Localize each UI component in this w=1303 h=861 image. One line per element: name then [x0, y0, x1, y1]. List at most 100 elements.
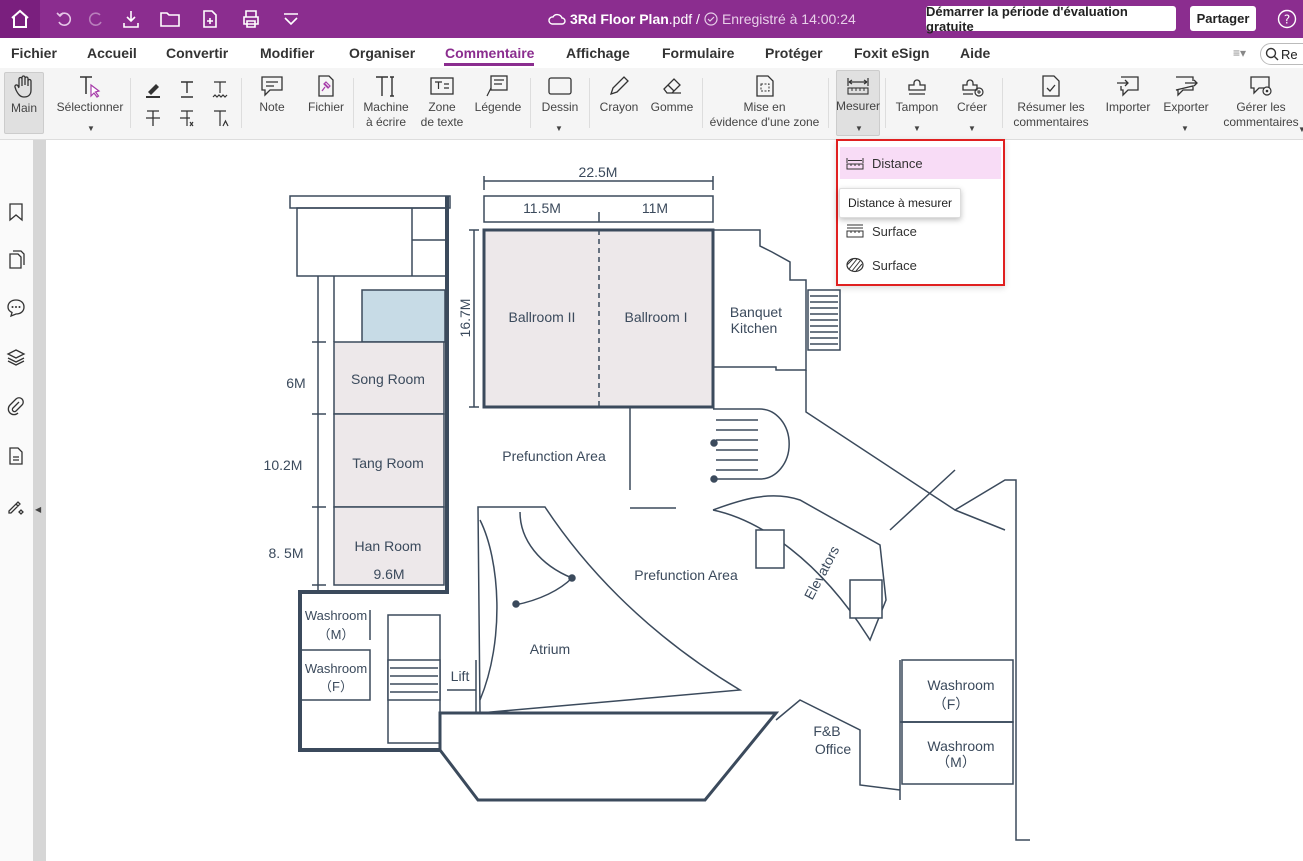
menu-organiser[interactable]: Organiser — [349, 45, 416, 61]
text-insert-icon — [214, 110, 229, 127]
layers-panel-button[interactable] — [6, 347, 26, 367]
select-tool-button[interactable]: Sélectionner — [55, 72, 125, 115]
create-stamp-button[interactable]: Créer — [950, 72, 994, 115]
dimension-right: 11M — [642, 200, 668, 216]
label-lift: Lift — [451, 668, 470, 684]
callout-tool-button[interactable]: Légende — [474, 72, 522, 115]
pencil-icon — [609, 76, 629, 96]
download-button[interactable] — [119, 7, 143, 31]
note-tool-button[interactable]: Note — [252, 72, 292, 115]
area-highlight-icon — [755, 75, 774, 97]
menu-fichier[interactable]: Fichier — [11, 45, 57, 61]
customize-dropdown[interactable] — [279, 7, 303, 31]
new-file-button[interactable] — [198, 7, 222, 31]
download-icon — [123, 11, 139, 28]
ribbon-options-icon[interactable]: ≡▾ — [1233, 46, 1247, 60]
menu-accueil[interactable]: Accueil — [87, 45, 137, 61]
menu-modifier[interactable]: Modifier — [260, 45, 315, 61]
drawing-dropdown-caret[interactable]: ▼ — [555, 124, 563, 133]
start-trial-button[interactable]: Démarrer la période d'évaluation gratuit… — [926, 4, 1176, 34]
label-washroom-right-m: Washroom — [927, 738, 994, 754]
manage-dropdown-caret[interactable]: ▼ — [1298, 125, 1303, 134]
text-squiggly-icon — [212, 81, 228, 98]
manage-comments-button[interactable]: Gérer les commentaires — [1222, 72, 1300, 130]
stamp-dropdown-caret[interactable]: ▼ — [913, 124, 921, 133]
callout-tool-label: Légende — [474, 100, 522, 114]
select-dropdown-caret[interactable]: ▼ — [87, 124, 95, 133]
export-comments-button[interactable]: Exporter — [1160, 72, 1212, 115]
bookmark-panel-button[interactable] — [6, 202, 26, 222]
import-comments-button[interactable]: Importer — [1102, 72, 1154, 115]
underline-tool-button[interactable] — [177, 79, 197, 99]
menu-formulaire[interactable]: Formulaire — [662, 45, 735, 61]
typewriter-label-line2: à écrire — [365, 115, 406, 129]
measure-tool-button[interactable]: Mesurer — [836, 70, 880, 136]
summarize-comments-button[interactable]: Résumer les commentaires — [1010, 72, 1092, 130]
stamp-tool-button[interactable]: Tampon — [893, 72, 941, 115]
typewriter-tool-button[interactable]: Machine à écrire — [361, 72, 411, 130]
area-highlight-tool-button[interactable]: Mise en évidence d'une zone — [706, 72, 823, 130]
help-button[interactable]: ? — [1275, 7, 1299, 31]
document-icon — [9, 447, 23, 465]
separator — [828, 78, 829, 128]
signatures-panel-button[interactable] — [6, 496, 26, 516]
redo-button[interactable] — [84, 7, 108, 31]
dimension-height: 16.7M — [457, 299, 473, 338]
ruler-distance-icon — [847, 78, 869, 95]
menu-proteger[interactable]: Protéger — [765, 45, 823, 61]
strikeout-tool-button[interactable] — [143, 108, 163, 128]
menu-affichage[interactable]: Affichage — [566, 45, 630, 61]
text-select-icon — [80, 76, 101, 98]
pencil-tool-button[interactable]: Crayon — [597, 72, 641, 115]
label-song-room: Song Room — [351, 371, 425, 387]
new-file-icon — [203, 10, 217, 28]
export-dropdown-caret[interactable]: ▼ — [1181, 124, 1189, 133]
replace-text-tool-button[interactable] — [177, 108, 197, 128]
collapse-sidebar-arrow[interactable]: ◀ — [35, 505, 42, 514]
dimension-6m: 6M — [286, 375, 305, 391]
squiggly-tool-button[interactable] — [210, 79, 230, 99]
file-attach-tool-button[interactable]: Fichier — [304, 72, 348, 115]
create-dropdown-caret[interactable]: ▼ — [968, 124, 976, 133]
label-ballroom-1: Ballroom I — [624, 309, 687, 325]
eraser-tool-button[interactable]: Gomme — [649, 72, 695, 115]
create-stamp-icon — [962, 79, 984, 97]
pages-panel-button[interactable] — [6, 250, 26, 270]
print-button[interactable] — [239, 7, 263, 31]
undo-button[interactable] — [52, 7, 76, 31]
share-button[interactable]: Partager — [1190, 6, 1256, 31]
menu-foxit-esign[interactable]: Foxit eSign — [854, 45, 930, 61]
separator — [702, 78, 703, 128]
open-folder-button[interactable] — [158, 7, 182, 31]
comments-panel-button[interactable] — [6, 298, 26, 318]
document-properties-button[interactable] — [6, 446, 26, 466]
stamp-icon — [908, 79, 926, 95]
label-washroom-right-f: Washroom — [927, 677, 994, 693]
export-icon — [1175, 76, 1198, 97]
label-washroom-f-sub: （F） — [319, 679, 353, 694]
layers-icon — [6, 349, 26, 366]
ruler-perimeter-icon — [846, 224, 864, 238]
attachments-panel-button[interactable] — [6, 396, 26, 416]
drawing-tool-button[interactable]: Dessin — [538, 72, 582, 115]
measure-area-item[interactable]: Surface — [840, 249, 1001, 281]
separator — [885, 78, 886, 128]
measure-dropdown-caret[interactable]: ▼ — [855, 124, 863, 133]
comment-bubble-icon — [7, 299, 25, 318]
insert-text-tool-button[interactable] — [210, 108, 230, 128]
measure-perimeter-item[interactable]: Surface — [840, 215, 1001, 247]
highlight-tool-button[interactable] — [143, 79, 163, 99]
manage-comments-label-line2: commentaires — [1223, 115, 1299, 129]
menu-aide[interactable]: Aide — [960, 45, 991, 61]
document-canvas[interactable]: 22.5M 11.5M 11M 16.7M 6M 10.2M 8. 5M 9.6… — [46, 140, 1303, 861]
menu-commentaire[interactable]: Commentaire — [445, 45, 535, 61]
menu-convertir[interactable]: Convertir — [166, 45, 229, 61]
hand-tool-button[interactable]: Main — [4, 72, 44, 134]
label-kitchen: Kitchen — [731, 320, 778, 336]
sidebar-splitter[interactable] — [33, 140, 46, 861]
home-button[interactable] — [0, 0, 40, 38]
search-input[interactable]: Re — [1260, 43, 1303, 65]
textbox-tool-button[interactable]: Zone de texte — [418, 72, 466, 130]
measure-distance-item[interactable]: Distance — [840, 147, 1001, 179]
label-washroom-right-m-sub: （M） — [936, 754, 976, 770]
